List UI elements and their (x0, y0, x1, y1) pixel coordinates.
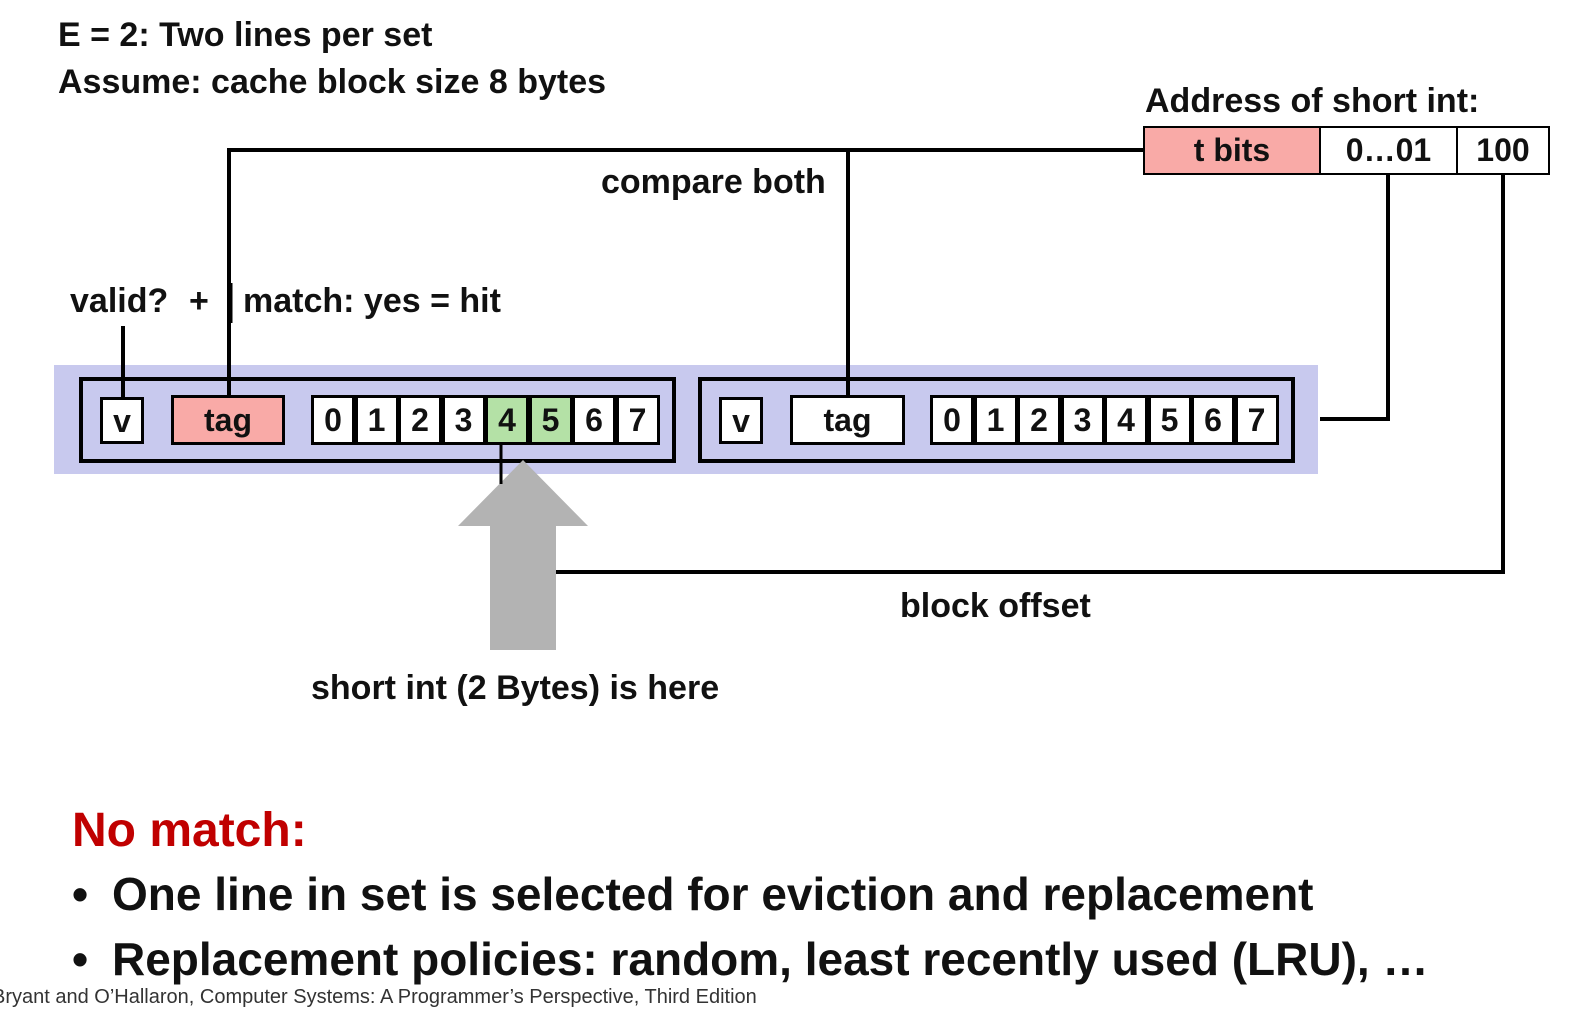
line-1-byte-5: 5 (528, 395, 573, 445)
line-2-tag: tag (790, 395, 905, 445)
header-line-1: E = 2: Two lines per set (58, 16, 433, 54)
line-2-byte-1: 1 (973, 395, 1018, 445)
line-1-byte-4: 4 (485, 395, 529, 445)
line-2-valid-bit: v (719, 397, 763, 444)
tag-compare-wire-line-1 (227, 148, 1145, 396)
line-1-byte-1: 1 (354, 395, 399, 445)
bullet-text: One line in set is selected for eviction… (112, 868, 1314, 920)
up-arrow-icon (458, 460, 588, 650)
bullet-text: Replacement policies: random, least rece… (112, 933, 1429, 985)
line-1-valid-bit: v (100, 397, 144, 444)
header-line-2: Assume: cache block size 8 bytes (58, 63, 607, 101)
valid-label: valid? (70, 282, 169, 320)
line-1-tag: tag (171, 395, 285, 445)
line-1-byte-6: 6 (572, 395, 616, 445)
line-1-byte-3: 3 (441, 395, 486, 445)
bullet-replacement-policies: • Replacement policies: random, least rec… (72, 932, 1428, 986)
line-1-byte-2: 2 (398, 395, 442, 445)
no-match-title: No match: (72, 804, 307, 857)
block-offset-label: block offset (900, 587, 1091, 625)
footer-citation: Bryant and O’Hallaron, Computer Systems:… (0, 986, 757, 1008)
address-title: Address of short int: (1145, 82, 1480, 120)
line-1-byte-0: 0 (311, 395, 355, 445)
bullet-icon: • (72, 868, 89, 920)
plus-label: + (189, 282, 209, 320)
line-2-byte-7: 7 (1234, 395, 1279, 445)
short-int-label: short int (2 Bytes) is here (311, 669, 720, 707)
address-field-block-offset: 100 (1456, 126, 1550, 175)
line-2-byte-6: 6 (1191, 395, 1235, 445)
line-2-byte-4: 4 (1104, 395, 1148, 445)
match-label: match: yes = hit (243, 282, 501, 320)
line-2-byte-5: 5 (1147, 395, 1192, 445)
bullet-icon: • (72, 933, 89, 985)
bullet-eviction: • One line in set is selected for evictio… (72, 867, 1314, 921)
line-2-byte-0: 0 (930, 395, 974, 445)
block-offset-wire (556, 174, 1505, 574)
set-index-wire (1320, 174, 1390, 421)
line-2-byte-2: 2 (1017, 395, 1061, 445)
compare-both-label: compare both (601, 163, 826, 201)
line-1-byte-7: 7 (615, 395, 660, 445)
line-2-byte-3: 3 (1060, 395, 1105, 445)
